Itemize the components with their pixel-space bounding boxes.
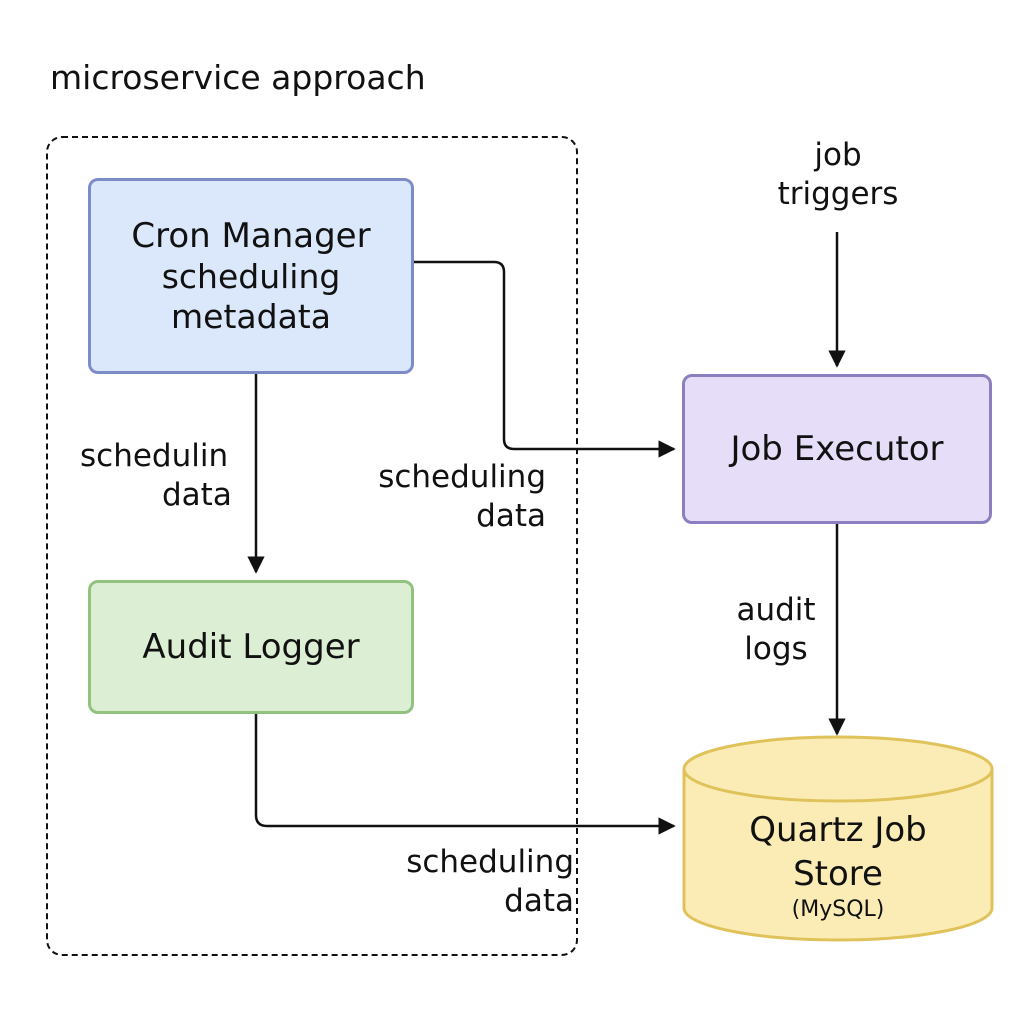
cylinder-top bbox=[682, 735, 994, 803]
audit-logger-node: Audit Logger bbox=[88, 580, 414, 714]
label-job-triggers-line-1: job bbox=[814, 137, 862, 173]
label-job-triggers: job triggers bbox=[764, 136, 912, 214]
edge-audit-to-store bbox=[254, 714, 676, 835]
label-audit-to-store-line-2: data bbox=[504, 883, 574, 919]
label-executor-to-store: audit logs bbox=[726, 591, 826, 669]
label-cron-to-executor-line-1: scheduling bbox=[378, 459, 546, 495]
label-cron-to-audit-line-1: schedulin bbox=[80, 438, 229, 474]
microservice-boundary bbox=[46, 136, 578, 956]
label-cron-to-audit: schedulin data bbox=[80, 437, 232, 515]
edge-cron-to-executor bbox=[414, 260, 676, 458]
cylinder-body bbox=[682, 769, 994, 942]
job-store-node: Quartz Job Store (MySQL) bbox=[684, 808, 992, 924]
job-store-title-line-2: Store bbox=[793, 854, 883, 894]
label-cron-to-executor-line-2: data bbox=[476, 498, 546, 534]
job-executor-title: Job Executor bbox=[730, 429, 944, 469]
label-audit-to-store: scheduling data bbox=[386, 843, 574, 921]
label-job-triggers-line-2: triggers bbox=[777, 176, 899, 212]
cron-manager-title: Cron Manager bbox=[131, 216, 371, 256]
label-audit-to-store-line-1: scheduling bbox=[406, 844, 574, 880]
label-cron-to-executor: scheduling data bbox=[360, 458, 546, 536]
label-executor-to-store-line-2: logs bbox=[744, 631, 808, 667]
datastore-cylinder bbox=[682, 735, 994, 942]
cron-manager-line-1: scheduling bbox=[161, 257, 341, 296]
job-store-engine: (MySQL) bbox=[791, 897, 885, 922]
job-executor-node: Job Executor bbox=[682, 374, 992, 524]
cron-manager-line-2: metadata bbox=[171, 297, 331, 336]
label-cron-to-audit-line-2: data bbox=[162, 477, 232, 513]
label-executor-to-store-line-1: audit bbox=[736, 592, 816, 628]
job-store-title-line-1: Quartz Job bbox=[749, 810, 927, 850]
diagram-title: microservice approach bbox=[50, 58, 426, 97]
cron-manager-node: Cron Manager scheduling metadata bbox=[88, 178, 414, 374]
audit-logger-title: Audit Logger bbox=[142, 627, 360, 667]
